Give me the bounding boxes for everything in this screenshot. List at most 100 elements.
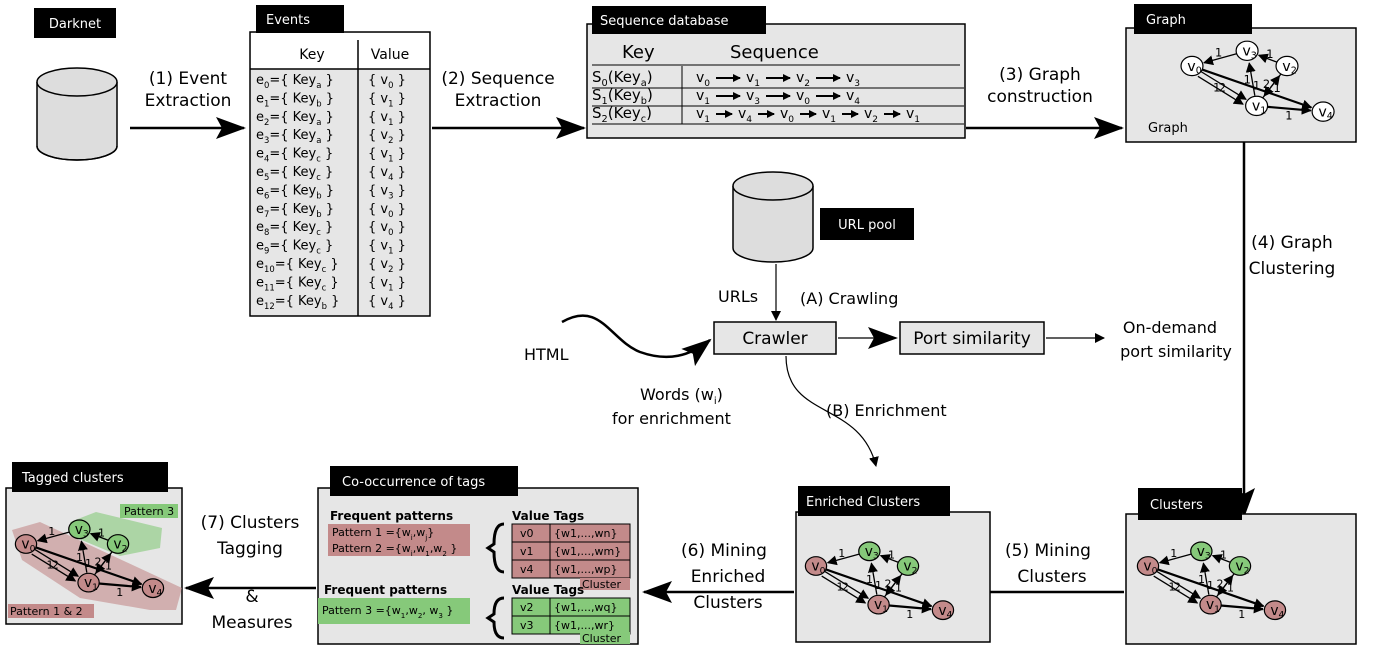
vt2-tags: {w1,...,wr}: [554, 619, 615, 632]
edge-weight: 1: [105, 559, 112, 572]
graph-main: 111212111v0v3v2v1v4: [1180, 40, 1335, 122]
port-similarity-label: Port similarity: [913, 329, 1031, 349]
edge-weight: 1: [1207, 579, 1214, 592]
ondemand-label-b: port similarity: [1120, 342, 1232, 361]
graph-node-label: v4: [1318, 104, 1332, 122]
graph-edge: [1158, 553, 1192, 566]
graph-node-v4: [141, 578, 165, 599]
graph-node-label: v0: [1187, 59, 1201, 77]
words-label-b: for enrichment: [612, 409, 731, 428]
step7-label-a: (7) Clusters: [201, 513, 300, 533]
edge-weight: 1: [1220, 548, 1227, 561]
cooccurrence-panel: Co-occurrence of tags Frequent patternsP…: [317, 466, 639, 645]
event-row-key: e4={ Keyc }: [256, 147, 333, 164]
seq-value: v0: [796, 88, 810, 107]
url-pool-database-icon: [732, 171, 814, 263]
graph-node-v2: [106, 534, 130, 554]
graph-tag: [1134, 4, 1252, 34]
graph-node-label: v4: [938, 603, 952, 621]
graph-node-label: v1: [874, 597, 888, 615]
graph-edge: [1220, 603, 1264, 614]
vt1-value: v4: [520, 563, 534, 576]
event-row-value: { v1 }: [368, 239, 406, 256]
brace: [485, 596, 505, 640]
graph-edge: [1200, 70, 1247, 100]
fp-title-1: Frequent patterns: [330, 509, 453, 523]
seq-row-key: S2(Keyc): [592, 104, 652, 125]
seq-value: v3: [746, 88, 760, 107]
step5-label-a: (5) Mining: [1005, 541, 1091, 561]
graph-edge: [35, 546, 143, 586]
clusters-tag: [1138, 488, 1242, 520]
seq-row-key: S0(Keya): [592, 68, 653, 89]
seq-value: v1: [746, 70, 760, 89]
graph-node-label: v4: [1270, 603, 1284, 621]
fp-box-2: [318, 598, 470, 624]
edge-weight: 2: [1217, 577, 1224, 590]
graph-edge: [31, 553, 77, 582]
seq-value: v1: [696, 106, 710, 125]
event-row-value: { v1 }: [368, 275, 406, 292]
events-tag: [256, 5, 344, 33]
url-pool-tag: [820, 208, 914, 240]
graph-node-v1: [867, 594, 890, 615]
events-rows: e0={ Keya }{ v0 }e1={ Keyb }{ v1 }e2={ K…: [256, 73, 406, 311]
arrow-html: [561, 314, 712, 367]
graph-node-v2: [1228, 556, 1252, 576]
vt1-tags: {w1,...,wn}: [554, 527, 617, 540]
seq-value: v1: [696, 88, 710, 107]
event-row-value: { v2 }: [368, 257, 406, 274]
darknet-label: Darknet: [49, 17, 101, 32]
graph-edge: [1211, 554, 1231, 564]
edge-weight: 1: [888, 548, 895, 561]
graph-clusters: 111212111v0v3v2v1v4: [1136, 541, 1287, 621]
events-col-value: Value: [371, 47, 409, 63]
edge-weight: 2: [885, 577, 892, 590]
seq-value: v2: [796, 70, 810, 89]
step6-label-b: Enriched: [691, 567, 766, 587]
clusters-panel: Clusters 111212111v0v3v2v1v4: [1125, 488, 1357, 645]
edge-weight: 1: [875, 579, 882, 592]
pattern-2: Pattern 2 ={wi,w1,w2 }: [332, 542, 457, 558]
seq-value: v0: [696, 70, 710, 89]
seq-col-sequence: Sequence: [730, 42, 819, 63]
event-row-key: e9={ Keyc }: [256, 239, 333, 256]
graph-node-label: v0: [21, 537, 35, 555]
event-row-value: { v4 }: [368, 165, 406, 182]
graph-edge: [821, 575, 867, 604]
graph-edge: [78, 540, 88, 573]
step3-label-a: (3) Graph: [999, 65, 1081, 85]
graph-enriched: 111212111v0v3v2v1v4: [804, 541, 955, 621]
edge-weight: 1: [906, 608, 913, 621]
events-title: Events: [266, 13, 310, 28]
edge-weight: 1: [838, 547, 845, 560]
pattern12-badge: [8, 604, 94, 618]
event-row-key: e12={ Keyb }: [256, 294, 339, 311]
edge-weight: 2: [52, 559, 59, 572]
tagged-clusters-title: Tagged clusters: [21, 471, 124, 486]
graph-node-v0: [14, 534, 38, 554]
urls-label: URLs: [718, 287, 758, 306]
edge-weight: 1: [1253, 79, 1260, 93]
arrow-enrichment: [785, 355, 879, 467]
graph-panel: Graph Graph 111212111v0v3v2v1v4: [1125, 4, 1357, 143]
event-row-value: { v0 }: [368, 220, 406, 237]
url-pool-group: URL pool: [732, 171, 914, 263]
pattern12-label: Pattern 1 & 2: [10, 605, 83, 618]
event-row-key: e10={ Keyc }: [256, 257, 339, 274]
event-row-key: e2={ Keya }: [256, 110, 334, 127]
event-row-key: e8={ Keyc }: [256, 220, 333, 237]
graph-node-v0: [1136, 556, 1160, 576]
seq-value: v1: [906, 106, 920, 125]
crawling-label: (A) Crawling: [800, 289, 898, 308]
graph-edge: [888, 603, 932, 614]
fp-title-2: Frequent patterns: [324, 583, 447, 597]
step2-label-a: (2) Sequence: [441, 69, 554, 89]
graph-edge: [89, 532, 109, 542]
cooccurrence-tag: [330, 466, 518, 496]
graph-node-v3: [1235, 40, 1259, 62]
graph-edge: [1153, 575, 1199, 604]
cluster-badge-1: [580, 578, 630, 590]
